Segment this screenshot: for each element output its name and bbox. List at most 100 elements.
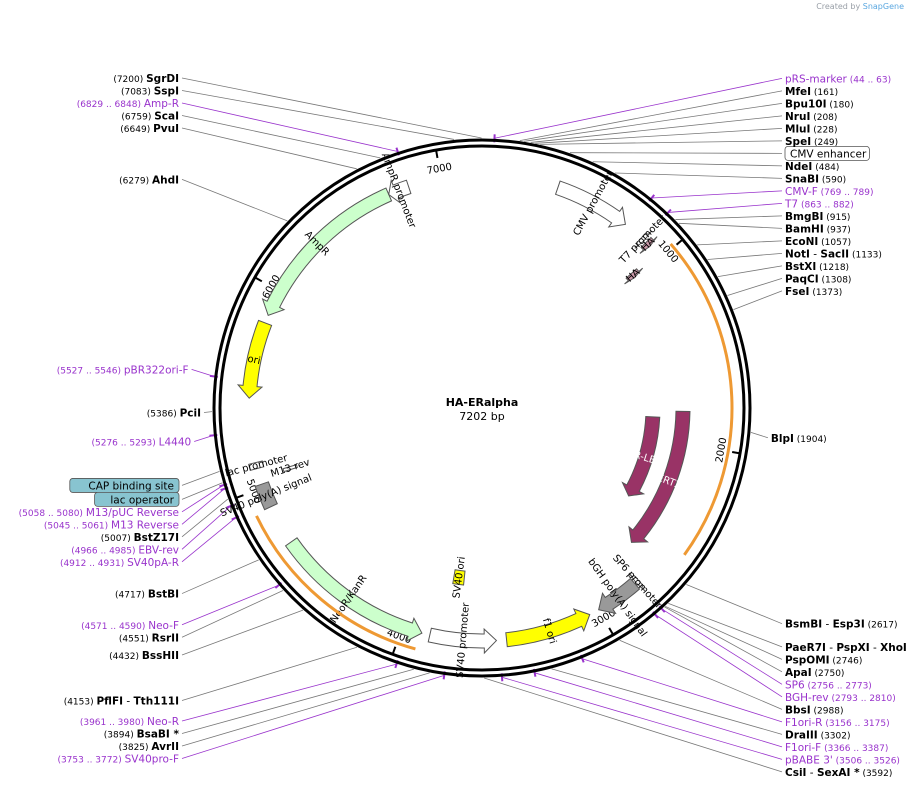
feature-ori[interactable] <box>236 319 273 399</box>
plasmid-size: 7202 bp <box>459 410 504 423</box>
site-bsabi[interactable]: (3894) BsaBI * <box>104 729 180 741</box>
label-bold-econi: EcoNI <box>785 236 818 248</box>
feature-ampr[interactable] <box>261 187 393 317</box>
plasmid-center-label: HA-ERalpha 7202 bp <box>446 396 519 423</box>
feature-cmv-promoter[interactable] <box>554 180 626 228</box>
label-bold-bmgbi: BmgBI <box>785 211 823 223</box>
site-sgrdi[interactable]: (7200) SgrDI <box>113 73 179 85</box>
site-t7[interactable]: T7 (863 .. 882) <box>784 198 854 210</box>
site-cap-binding-site[interactable]: CAP binding site <box>69 478 180 493</box>
site-sp6[interactable]: SP6 (2756 .. 2773) <box>785 679 872 691</box>
label-sep-bsmbi: - <box>822 619 832 631</box>
label-pos-bamhi: (937) <box>824 225 851 235</box>
site-pvui[interactable]: (6649) PvuI <box>120 123 179 135</box>
site-econi[interactable]: EcoNI (1057) <box>785 236 851 248</box>
box-lac-operator <box>94 491 180 507</box>
site-draiii[interactable]: DraIII (3302) <box>785 729 851 741</box>
site-cmv-f[interactable]: CMV-F (769 .. 789) <box>785 186 873 198</box>
site-spei[interactable]: SpeI (249) <box>785 136 838 148</box>
label-pos-ebv-rev: (4966 .. 4985) <box>71 546 138 556</box>
site-pspomi[interactable]: PspOMI (2746) <box>785 654 862 666</box>
site-rsrii[interactable]: (4551) RsrII <box>119 632 179 644</box>
site-pbr322ori-f[interactable]: (5527 .. 5546) pBR322ori-F <box>57 364 189 376</box>
feature-label-sv40-ori: SV40 ori <box>451 556 468 599</box>
site-bbsi[interactable]: BbsI (2988) <box>785 704 843 716</box>
site-pcii[interactable]: (5386) PciI <box>147 407 201 419</box>
site-neo-f[interactable]: (4571 .. 4590) Neo-F <box>81 620 179 632</box>
feature-t7-promoter[interactable] <box>634 230 652 249</box>
site-mfei[interactable]: MfeI (161) <box>785 86 838 98</box>
site-lac-operator[interactable]: lac operator <box>94 491 180 507</box>
site-blpi[interactable]: BlpI (1904) <box>771 433 827 445</box>
feature-ert2[interactable] <box>628 410 691 543</box>
site-snabi[interactable]: SnaBI (590) <box>785 173 846 185</box>
site-m13-reverse[interactable]: (5045 .. 5061) M13 Reverse <box>44 519 179 531</box>
site-bpu10i[interactable]: Bpu10I (180) <box>785 98 854 110</box>
site-ndei[interactable]: NdeI (484) <box>785 161 839 173</box>
label-text-nrui: NruI (208) <box>785 111 837 123</box>
site-l4440[interactable]: (5276 .. 5293) L4440 <box>91 436 191 448</box>
feature-neor-kanr[interactable] <box>284 537 423 643</box>
site-f1ori-r[interactable]: F1ori-R (3156 .. 3175) <box>785 717 890 729</box>
feature-lac-promoter[interactable] <box>248 460 265 472</box>
site-scai[interactable]: (6759) ScaI <box>121 111 179 123</box>
site-pbabe-3[interactable]: pBABE 3' (3506 .. 3526) <box>785 754 900 766</box>
site-bamhi[interactable]: BamHI (937) <box>785 223 851 235</box>
label-pos-bgh-rev: (2793 .. 2810) <box>829 694 896 704</box>
site-f1ori-f[interactable]: F1ori-F (3366 .. 3387) <box>785 742 888 754</box>
leader-neo-r <box>181 663 397 722</box>
label-bold-snabi: SnaBI <box>785 173 819 185</box>
snapgene-logo: SnapGene <box>862 2 904 11</box>
leader-rsrii <box>181 590 284 638</box>
site-mlui[interactable]: MluI (228) <box>785 123 838 135</box>
site-avrii[interactable]: (3825) AvrII <box>119 741 179 753</box>
site-bsmbi[interactable]: BsmBI - Esp3I (2617) <box>785 619 898 631</box>
feature-ampr-promoter[interactable] <box>388 178 412 205</box>
label-bold-bstxi: BstXI <box>785 261 816 273</box>
leader-sv40pa-r <box>181 517 236 563</box>
site-sspi[interactable]: (7083) SspI <box>121 86 179 98</box>
site-sv40pro-f[interactable]: (3753 .. 3772) SV40pro-F <box>57 754 179 766</box>
site-amp-r[interactable]: (6829 .. 6848) Amp-R <box>77 98 179 110</box>
site-bstz17i[interactable]: (5007) BstZ17I <box>101 532 179 544</box>
leader-fsei <box>733 290 783 310</box>
label-pos-sv40pa-r: (4912 .. 4931) <box>60 559 127 569</box>
label-pos-sv40pro-f: (3753 .. 3772) <box>57 756 124 766</box>
feature-sv40-polya[interactable] <box>254 481 278 511</box>
site-bstbi[interactable]: (4717) BstBI <box>115 589 179 601</box>
label-bold-ahdi: AhdI <box>152 174 179 186</box>
feature-sv40-ori[interactable] <box>452 569 466 586</box>
site-sv40pa-r[interactable]: (4912 .. 4931) SV40pA-R <box>60 557 179 569</box>
feature-er-lbd[interactable] <box>621 415 661 497</box>
label-text-bsmbi: BsmBI - Esp3I (2617) <box>785 619 898 631</box>
feature-sv40-promoter[interactable] <box>427 627 498 655</box>
site-bmgbi[interactable]: BmgBI (915) <box>785 211 850 223</box>
feature-ha-1[interactable] <box>639 236 658 254</box>
label-text-mfei: MfeI (161) <box>785 86 838 98</box>
feature-sp6-promoter[interactable] <box>628 572 646 592</box>
site-ahdi[interactable]: (6279) AhdI <box>119 174 179 186</box>
feature-m13-rev[interactable] <box>282 463 298 473</box>
site-cmv-enhancer[interactable]: CMV enhancer <box>784 145 870 161</box>
leader-bpu10i <box>524 102 783 142</box>
label-name-amp-r: Amp-R <box>144 98 179 110</box>
feature-bgh-polya[interactable] <box>598 577 641 615</box>
site-bstxi[interactable]: BstXI (1218) <box>785 261 849 273</box>
site-csii[interactable]: CsiI - SexAI * (3592) <box>785 767 892 779</box>
site-paer7i[interactable]: PaeR7I - PspXI - XhoI (2728) <box>785 642 910 654</box>
leader-t7 <box>668 202 783 213</box>
site-bgh-rev[interactable]: BGH-rev (2793 .. 2810) <box>785 692 896 704</box>
site-noti[interactable]: NotI - SacII (1133) <box>785 248 882 260</box>
site-paqci[interactable]: PaqCI (1308) <box>785 273 851 285</box>
site-pflfi[interactable]: (4153) PflFI - Tth111I <box>64 695 179 707</box>
site-bsshii[interactable]: (4432) BssHII <box>109 650 179 662</box>
feature-ha-2[interactable] <box>624 267 644 285</box>
site-apai[interactable]: ApaI (2750) <box>785 667 844 679</box>
site-nrui[interactable]: NruI (208) <box>785 111 837 123</box>
site-m13-puc-reverse[interactable]: (5058 .. 5080) M13/pUC Reverse <box>19 507 179 519</box>
site-ebv-rev[interactable]: (4966 .. 4985) EBV-rev <box>71 544 179 556</box>
site-prs-marker[interactable]: pRS-marker (44 .. 63) <box>785 73 891 85</box>
site-neo-r[interactable]: (3961 .. 3980) Neo-R <box>80 716 179 728</box>
feature-f1-ori[interactable] <box>505 608 591 648</box>
site-fsei[interactable]: FseI (1373) <box>785 286 842 298</box>
